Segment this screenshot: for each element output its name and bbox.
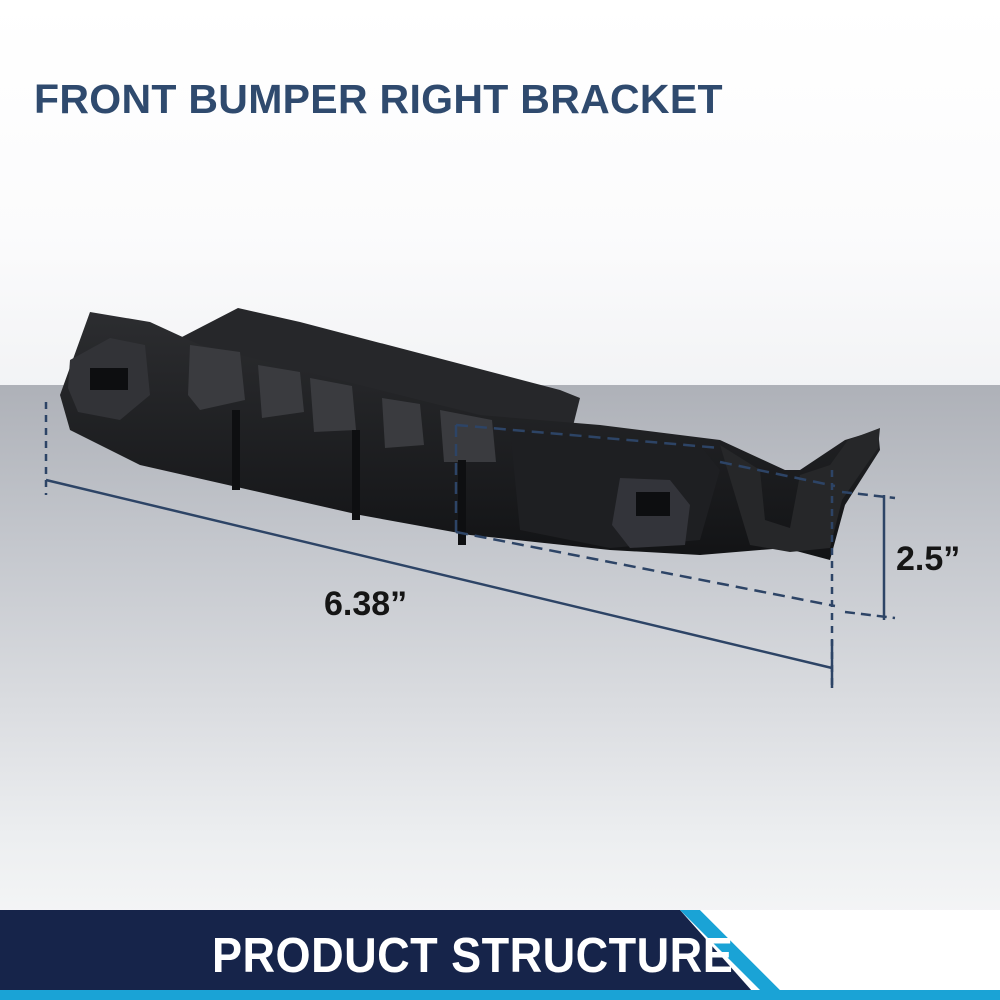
bracket-rib-legs bbox=[232, 410, 466, 545]
banner-label: PRODUCT STRUCTURE bbox=[212, 929, 734, 983]
background-upper bbox=[0, 0, 1000, 390]
dimension-lines bbox=[44, 402, 896, 688]
page-title: FRONT BUMPER RIGHT BRACKET bbox=[34, 76, 723, 122]
height-dimension-label: 2.5” bbox=[896, 540, 961, 578]
right-mount-plate bbox=[510, 430, 720, 548]
left-clip-slot bbox=[90, 368, 128, 390]
bracket-back-wall bbox=[180, 308, 580, 430]
length-dimension-label: 6.38” bbox=[324, 585, 408, 623]
banner-shape bbox=[0, 910, 1000, 1000]
right-clip-slot bbox=[636, 492, 670, 516]
bracket-ribs bbox=[188, 345, 496, 462]
product-structure-banner: PRODUCT STRUCTURE bbox=[0, 910, 1000, 1000]
u-hook bbox=[720, 428, 880, 552]
